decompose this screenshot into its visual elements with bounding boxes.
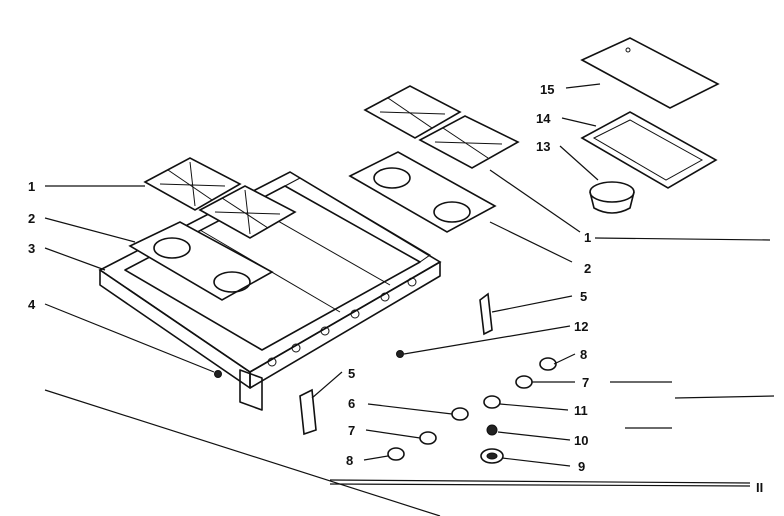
control-knobs xyxy=(387,357,557,464)
callout-2-left: 2 xyxy=(28,211,35,226)
callout-8-right: 8 xyxy=(580,347,587,362)
callout-2-right: 2 xyxy=(584,261,591,276)
left-burner-grate xyxy=(143,157,242,211)
callout-9: 9 xyxy=(578,459,585,474)
leader-lines xyxy=(44,83,775,516)
callout-11: 11 xyxy=(574,403,588,418)
callout-5-right: 5 xyxy=(580,289,587,304)
callout-1-left: 1 xyxy=(28,179,35,194)
griddle-cover xyxy=(580,37,720,109)
side-brackets xyxy=(299,292,493,436)
callout-7-left: 7 xyxy=(348,423,355,438)
right-burner-tray xyxy=(348,151,497,233)
frame-knob-holes xyxy=(267,277,417,367)
callout-5-left: 5 xyxy=(348,366,355,381)
corner-mark: II xyxy=(756,480,763,495)
griddle-pan xyxy=(580,111,718,189)
screw-part-4 xyxy=(214,370,222,378)
left-burner-tray xyxy=(128,221,274,301)
center-burner-grate xyxy=(198,185,297,239)
callout-1-right: 1 xyxy=(584,230,591,245)
callout-7-right: 7 xyxy=(582,375,589,390)
drip-bowl xyxy=(589,181,635,214)
screw-part-12 xyxy=(396,350,404,358)
callout-12: 12 xyxy=(574,319,588,334)
callout-15: 15 xyxy=(540,82,554,97)
callout-4: 4 xyxy=(28,297,36,312)
callout-13: 13 xyxy=(536,139,550,154)
callout-labels: 1 2 3 4 1 2 5 5 12 15 14 13 8 7 11 10 9 … xyxy=(28,82,763,495)
callout-10: 10 xyxy=(574,433,588,448)
callout-14: 14 xyxy=(536,111,551,126)
callout-8-left: 8 xyxy=(346,453,353,468)
callout-6: 6 xyxy=(348,396,355,411)
callout-3: 3 xyxy=(28,241,35,256)
right-burner-grates xyxy=(363,85,520,169)
